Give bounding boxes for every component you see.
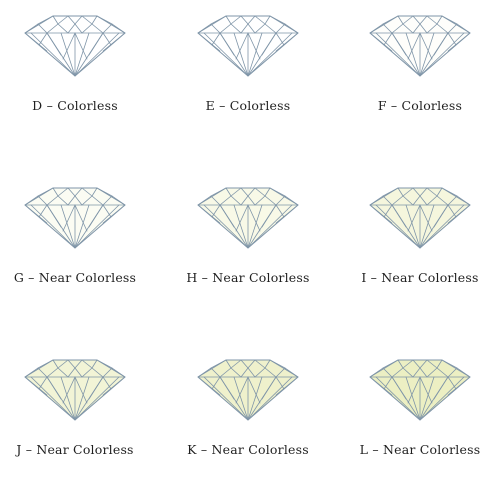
diamond-f-icon [369, 15, 471, 77]
grade-cell-e: E – Colorless [173, 0, 339, 160]
grade-label-d: D – Colorless [32, 98, 118, 113]
grade-cell-h: H – Near Colorless [173, 172, 339, 332]
grade-label-g: G – Near Colorless [13, 270, 137, 285]
diamond-g-icon [24, 187, 126, 249]
diamond-i-icon [369, 187, 471, 249]
grade-cell-k: K – Near Colorless [173, 344, 339, 504]
diamond-color-grade-grid: D – Colorless E – Colorless F – Colorles… [0, 0, 500, 457]
diamond-l-icon [369, 359, 471, 421]
grade-cell-j: J – Near Colorless [0, 344, 166, 504]
grade-label-j: J – Near Colorless [16, 442, 134, 457]
grade-label-h: H – Near Colorless [186, 270, 310, 285]
diamond-k-icon [197, 359, 299, 421]
grade-cell-d: D – Colorless [0, 0, 166, 160]
grade-cell-i: I – Near Colorless [345, 172, 500, 332]
grade-label-i: I – Near Colorless [361, 270, 479, 285]
diamond-j-icon [24, 359, 126, 421]
grade-cell-l: L – Near Colorless [345, 344, 500, 504]
grade-label-k: K – Near Colorless [187, 442, 309, 457]
grade-cell-f: F – Colorless [345, 0, 500, 160]
grade-label-f: F – Colorless [377, 98, 463, 113]
grade-cell-g: G – Near Colorless [0, 172, 166, 332]
diamond-e-icon [197, 15, 299, 77]
diamond-d-icon [24, 15, 126, 77]
grade-label-l: L – Near Colorless [359, 442, 481, 457]
diamond-h-icon [197, 187, 299, 249]
grade-label-e: E – Colorless [205, 98, 291, 113]
